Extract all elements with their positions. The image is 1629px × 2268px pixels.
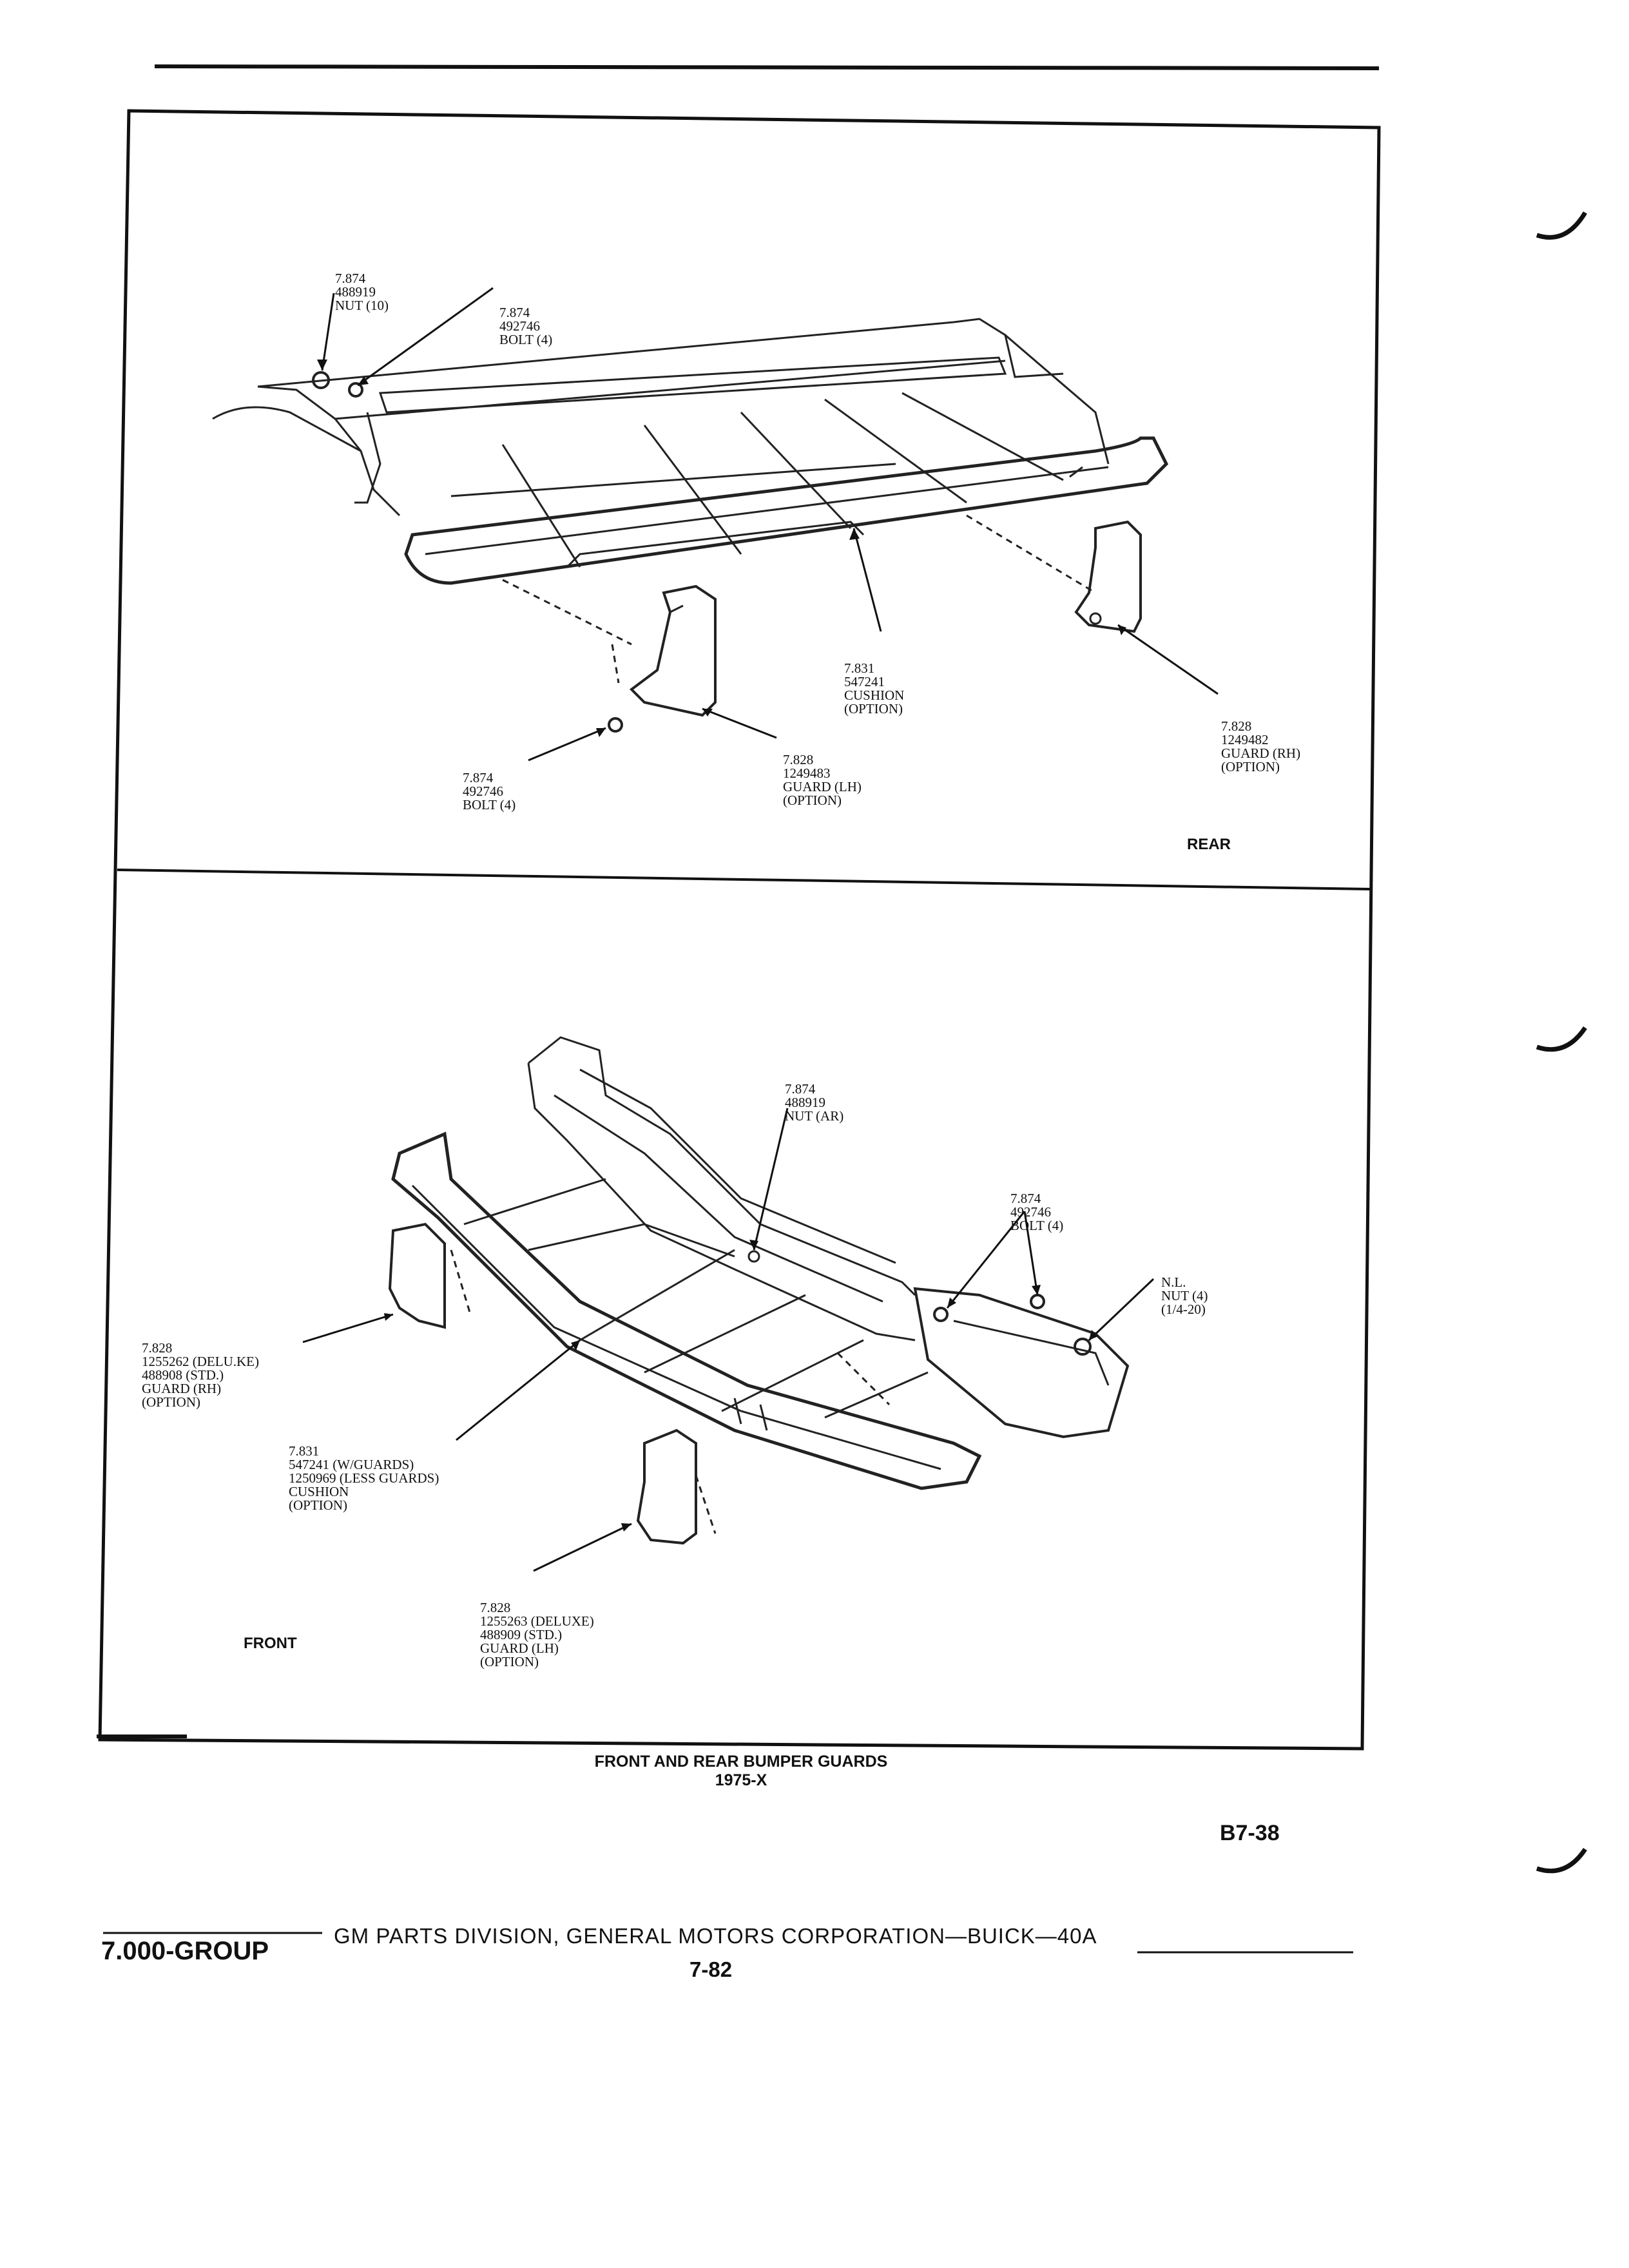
page-code: B7-38 bbox=[1220, 1821, 1280, 1845]
figure-subtitle: 1975-X bbox=[715, 1771, 767, 1789]
front-view-label: FRONT bbox=[244, 1635, 297, 1652]
callout-front-nl-nut: N.L.NUT (4)(1/4-20) bbox=[1161, 1274, 1208, 1317]
footer-division: GM PARTS DIVISION, GENERAL MOTORS CORPOR… bbox=[334, 1924, 1097, 1948]
figure-title: FRONT AND REAR BUMPER GUARDS bbox=[594, 1753, 888, 1771]
figure-caption: FRONT AND REAR BUMPER GUARDS 1975-X bbox=[516, 1753, 967, 1790]
rear-view-label: REAR bbox=[1187, 836, 1231, 853]
rear-bumper-illustration bbox=[212, 318, 1169, 733]
footer-group: 7.000-GROUP bbox=[101, 1937, 269, 1965]
front-bumper-illustration bbox=[388, 1036, 1130, 1545]
footer-page-number: 7-82 bbox=[689, 1957, 733, 1981]
